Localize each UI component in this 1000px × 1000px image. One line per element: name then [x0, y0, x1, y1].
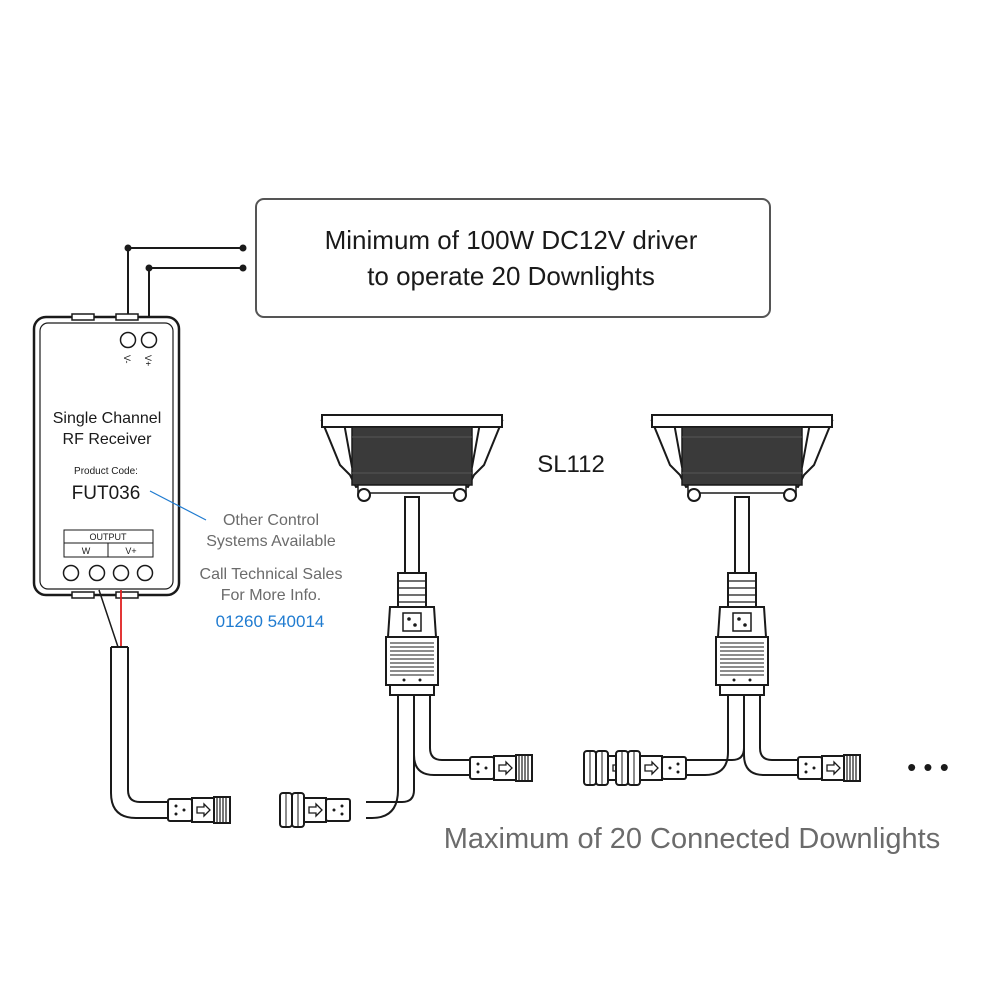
output-terminal-w — [88, 564, 106, 582]
output-vplus-label: V+ — [125, 546, 136, 556]
input-label-vplus: V+ — [143, 355, 153, 366]
driver-note-line2: to operate 20 Downlights — [367, 261, 655, 291]
output-terminal-vplus — [112, 564, 130, 582]
driver-note-box — [255, 198, 771, 318]
receiver-output-cable — [110, 646, 168, 819]
supply-terminal-dot — [145, 264, 153, 272]
receiver-title-line2: RF Receiver — [63, 431, 153, 448]
max-downlights-note: Maximum of 20 Connected Downlights — [444, 823, 940, 855]
driver-supply-wires — [127, 247, 243, 318]
info-phone[interactable]: 01260 540014 — [216, 612, 325, 631]
input-label-vminus: V- — [122, 355, 132, 364]
info-line4: For More Info. — [221, 587, 321, 604]
continuation-dots: • • • — [907, 752, 949, 782]
driver-note-line1: Minimum of 100W DC12V driver — [325, 225, 698, 255]
info-line2: Systems Available — [206, 533, 336, 550]
callout-line — [149, 490, 207, 521]
connector-male — [469, 754, 533, 782]
input-terminal-vminus — [119, 331, 137, 349]
connector-female — [615, 750, 687, 786]
supply-terminal-dot — [239, 264, 247, 272]
receiver-title-line1: Single Channel — [53, 410, 162, 427]
connector-female — [279, 792, 351, 828]
product-code-label: Product Code: — [74, 466, 138, 477]
downlight-2 — [651, 414, 833, 696]
output-label: OUTPUT — [90, 532, 128, 542]
output-w-label: W — [82, 546, 91, 556]
info-line3: Call Technical Sales — [200, 566, 343, 583]
connector-male — [167, 796, 231, 824]
downlight-2-split-cable — [686, 695, 798, 776]
input-terminal-vplus — [140, 331, 158, 349]
product-code: FUT036 — [72, 483, 141, 504]
downlight-1 — [321, 414, 503, 696]
output-terminal — [136, 564, 154, 582]
supply-terminal-dot — [124, 244, 132, 252]
output-wire-black — [98, 589, 119, 648]
supply-terminal-dot — [239, 244, 247, 252]
downlight-model-label: SL112 — [537, 451, 605, 478]
rf-receiver — [32, 313, 181, 599]
connector-male — [797, 754, 861, 782]
downlight-1-split-cable — [366, 695, 470, 819]
info-line1: Other Control — [223, 512, 319, 529]
output-label-box — [63, 529, 154, 558]
output-terminal — [62, 564, 80, 582]
